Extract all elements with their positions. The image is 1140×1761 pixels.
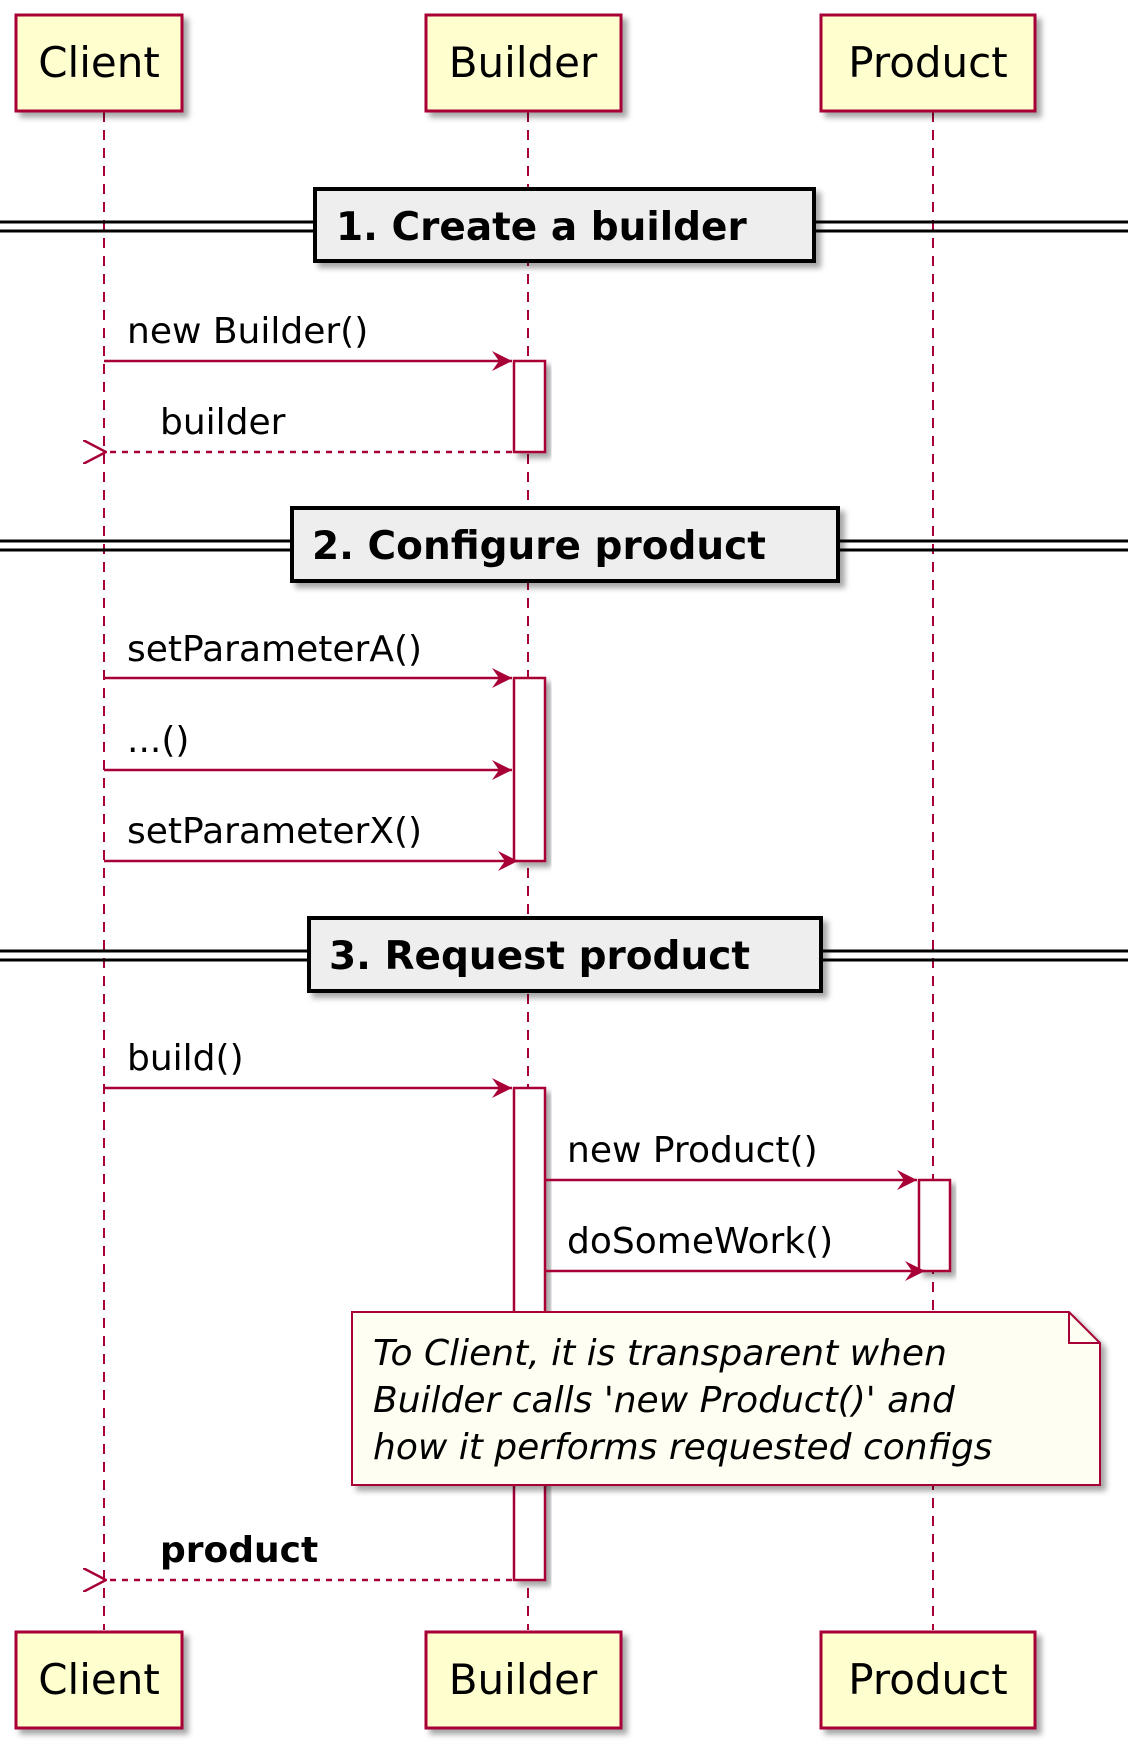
divider-2-label: 2. Configure product <box>312 524 766 569</box>
participant-builder-top[interactable]: Builder <box>424 13 623 113</box>
participant-product-top[interactable]: Product <box>819 13 1037 113</box>
divider-3-label: 3. Request product <box>329 934 750 979</box>
divider-1-label: 1. Create a builder <box>336 205 748 250</box>
participant-product-label: Product <box>848 38 1007 87</box>
message-ellipsis: ...() <box>104 720 512 780</box>
message-new-product: new Product() <box>545 1130 917 1190</box>
message-new-builder-label: new Builder() <box>127 311 368 352</box>
message-new-builder: new Builder() <box>104 311 512 371</box>
participant-builder-label: Builder <box>449 38 598 87</box>
message-build: build() <box>104 1038 512 1098</box>
participant-client-bottom[interactable]: Client <box>14 1630 184 1730</box>
message-build-label: build() <box>127 1038 244 1079</box>
participant-client-label: Client <box>38 38 160 87</box>
participant-product-bottom[interactable]: Product <box>819 1630 1037 1730</box>
note-line-1: To Client, it is transparent when <box>373 1333 947 1374</box>
participant-product-bottom-label: Product <box>848 1655 1007 1704</box>
activation-builder-2 <box>512 676 547 863</box>
participant-builder-bottom-label: Builder <box>449 1655 598 1704</box>
divider-configure-product: 2. Configure product <box>0 506 1128 583</box>
message-set-parameter-a: setParameterA() <box>104 629 512 688</box>
message-product-return-label: product <box>160 1530 318 1571</box>
message-do-some-work: doSomeWork() <box>545 1221 925 1281</box>
participants-bottom: Client Builder Product <box>14 1630 1037 1730</box>
participant-client-bottom-label: Client <box>38 1655 160 1704</box>
note-line-2: Builder calls 'new Product()' and <box>373 1380 956 1421</box>
note-line-3: how it performs requested configs <box>373 1427 992 1468</box>
message-do-some-work-label: doSomeWork() <box>567 1221 833 1262</box>
note: To Client, it is transparent when Builde… <box>351 1311 1101 1486</box>
divider-request-product: 3. Request product <box>0 916 1128 993</box>
message-set-parameter-x-label: setParameterX() <box>127 811 422 852</box>
participants-top: Client Builder Product <box>14 13 1037 113</box>
participant-builder-bottom[interactable]: Builder <box>424 1630 623 1730</box>
participant-client-top[interactable]: Client <box>14 13 184 113</box>
activation-builder-1 <box>512 359 547 454</box>
divider-create-builder: 1. Create a builder <box>0 187 1128 263</box>
message-set-parameter-x: setParameterX() <box>104 811 518 871</box>
message-new-product-label: new Product() <box>567 1130 818 1171</box>
message-ellipsis-label: ...() <box>127 720 189 761</box>
message-builder-return: builder <box>106 402 512 452</box>
activation-product-1 <box>917 1178 952 1273</box>
message-builder-return-label: builder <box>160 402 286 443</box>
message-set-parameter-a-label: setParameterA() <box>127 629 422 670</box>
message-product-return: product <box>106 1530 512 1580</box>
